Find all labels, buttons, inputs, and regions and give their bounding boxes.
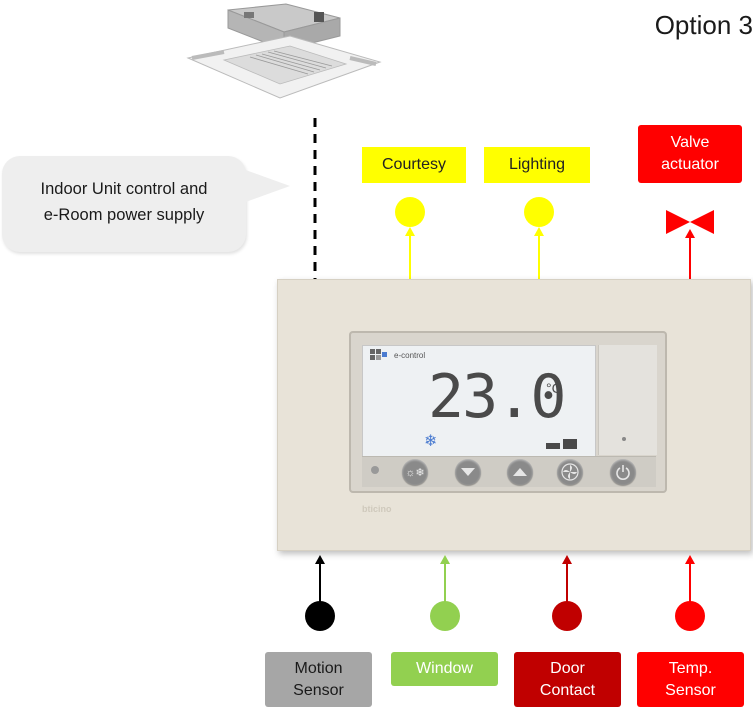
valve-label-line-1: Valve <box>670 134 710 151</box>
mode-button[interactable]: ☼❄ <box>402 459 428 485</box>
temp-label-line-2: Sensor <box>665 681 716 699</box>
callout-tail <box>240 168 290 204</box>
ceiling-cassette-ac-unit-icon <box>186 3 382 99</box>
temp-label-line-1: Temp. <box>668 659 713 677</box>
callout-line-2: e-Room power supply <box>43 206 205 224</box>
brand-label: e-control <box>394 351 426 360</box>
temp-dot <box>675 601 705 631</box>
callout-text: Indoor Unit control and e-Room power sup… <box>2 176 246 228</box>
lighting-label: Lighting <box>484 147 590 183</box>
light-sensor <box>371 466 379 474</box>
brand-logo-icon <box>370 349 387 360</box>
valve-actuator-label: Valve actuator <box>638 125 742 183</box>
door-label-line-1: Door <box>550 659 585 677</box>
status-led <box>622 437 626 441</box>
snowflake-icon: ❄ <box>424 433 438 450</box>
arrow-up-icon <box>513 468 527 476</box>
lighting-dot <box>524 197 554 227</box>
callout-bubble <box>2 156 246 252</box>
display-side-panel <box>598 345 657 455</box>
door-dot <box>552 601 582 631</box>
input-connectors <box>305 555 705 631</box>
door-label-line-2: Contact <box>539 681 596 699</box>
control-dashed-line <box>313 118 317 280</box>
up-button[interactable] <box>507 459 533 485</box>
fan-button[interactable] <box>557 459 583 485</box>
valve-icon <box>666 210 714 234</box>
motion-dot <box>305 601 335 631</box>
courtesy-dot <box>395 197 425 227</box>
arrow-down-icon <box>461 468 475 476</box>
power-button[interactable] <box>610 459 636 485</box>
door-contact-label: Door Contact <box>514 652 621 707</box>
down-button[interactable] <box>455 459 481 485</box>
fan-speed-indicator <box>546 439 577 449</box>
power-icon <box>616 465 630 480</box>
valve-label-line-2: actuator <box>661 156 719 173</box>
courtesy-label: Courtesy <box>362 147 466 183</box>
thermostat-display <box>362 345 596 457</box>
window-label: Window <box>391 652 498 686</box>
diagram-title: Option 3 <box>654 10 753 40</box>
motion-label-line-2: Sensor <box>293 681 344 699</box>
output-connectors <box>395 197 714 280</box>
motion-sensor-label: Motion Sensor <box>265 652 372 707</box>
fan-icon <box>561 463 579 481</box>
motion-label-line-1: Motion <box>294 659 343 677</box>
temperature-readout: 23.0 <box>428 362 566 432</box>
window-dot <box>430 601 460 631</box>
temp-sensor-label: Temp. Sensor <box>637 652 744 707</box>
mode-icon: ☼❄ <box>405 466 425 479</box>
manufacturer-logo: bticino <box>362 504 392 514</box>
temperature-unit: °C <box>546 380 562 396</box>
callout-line-1: Indoor Unit control and <box>40 180 208 198</box>
